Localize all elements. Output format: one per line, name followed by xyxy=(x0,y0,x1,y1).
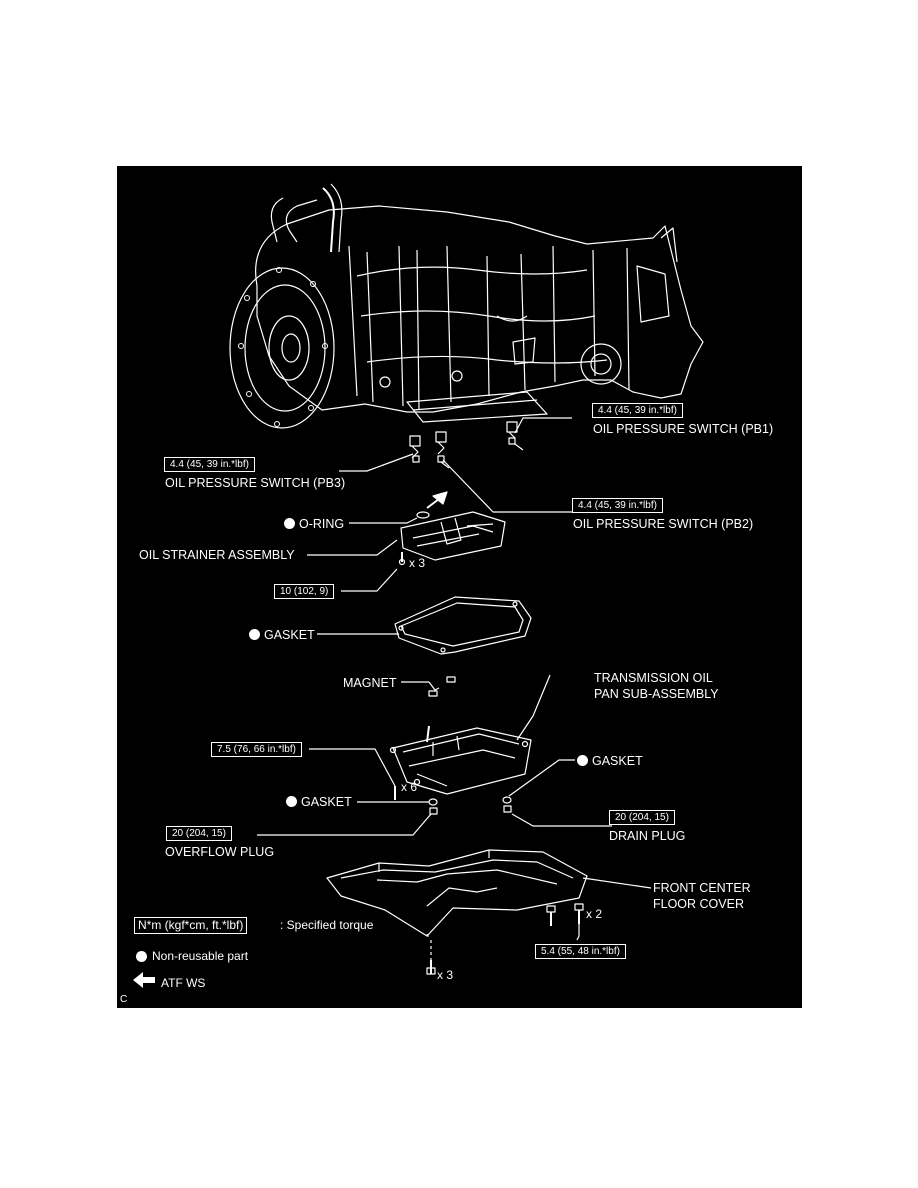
label-pan-line2: PAN SUB-ASSEMBLY xyxy=(594,687,719,701)
qty-strainer-bolts: x 3 xyxy=(409,556,426,570)
qty-cover-bolts-bottom: x 3 xyxy=(437,968,454,982)
atf-arrow-icon xyxy=(133,972,155,988)
qty-cover-bolts-right: x 2 xyxy=(586,907,603,921)
label-oil-strainer-assembly: OIL STRAINER ASSEMBLY xyxy=(139,548,295,562)
torque-pb2: 4.4 (45, 39 in.*lbf) xyxy=(572,498,663,513)
torque-pb3: 4.4 (45, 39 in.*lbf) xyxy=(164,457,255,472)
strainer-gasket-shape xyxy=(394,596,532,655)
label-drain-plug: DRAIN PLUG xyxy=(609,829,686,843)
exploded-view-diagram: 4.4 (45, 39 in.*lbf) OIL PRESSURE SWITCH… xyxy=(117,166,802,1008)
non-reusable-icon xyxy=(577,755,588,766)
floor-cover-shape xyxy=(326,849,588,937)
qty-pan-bolts: x 6 xyxy=(401,780,418,794)
label-gasket-overflow: GASKET xyxy=(301,795,352,809)
non-reusable-icon xyxy=(249,629,260,640)
label-magnet: MAGNET xyxy=(343,676,397,690)
torque-drain: 20 (204, 15) xyxy=(609,810,675,825)
label-overflow-plug: OVERFLOW PLUG xyxy=(165,845,275,859)
label-oil-pressure-switch-pb1: OIL PRESSURE SWITCH (PB1) xyxy=(593,422,774,436)
label-gasket-drain: GASKET xyxy=(592,754,643,768)
label-oil-pressure-switch-pb2: OIL PRESSURE SWITCH (PB2) xyxy=(573,517,754,531)
pressure-switches xyxy=(409,421,524,469)
figure-code: C xyxy=(120,994,128,1005)
oil-pan-shape xyxy=(389,725,532,795)
legend-non-reusable: Non-reusable part xyxy=(152,949,249,963)
o-ring-shape xyxy=(416,511,430,519)
diagram-linework xyxy=(133,183,704,988)
torque-cover: 5.4 (55, 48 in.*lbf) xyxy=(535,944,626,959)
torque-overflow: 20 (204, 15) xyxy=(166,826,232,841)
label-cover-line1: FRONT CENTER xyxy=(653,881,751,895)
non-reusable-icon xyxy=(284,518,295,529)
torque-strainer: 10 (102, 9) xyxy=(274,584,335,599)
oil-strainer-shape xyxy=(400,511,506,561)
label-o-ring: O-RING xyxy=(299,517,345,531)
torque-pb1: 4.4 (45, 39 in.*lbf) xyxy=(592,403,683,418)
legend-torque-unit: N*m (kgf*cm, ft.*lbf) xyxy=(134,917,248,934)
label-pan-line1: TRANSMISSION OIL xyxy=(594,671,713,685)
non-reusable-icon xyxy=(136,951,147,962)
legend-torque-desc: : Specified torque xyxy=(280,918,374,932)
label-cover-line2: FLOOR COVER xyxy=(653,897,744,911)
transmission-assembly xyxy=(229,183,704,429)
legend-atf: ATF WS xyxy=(161,976,206,990)
label-gasket-strainer: GASKET xyxy=(264,628,315,642)
non-reusable-icon xyxy=(286,796,297,807)
torque-pan: 7.5 (76, 66 in.*lbf) xyxy=(211,742,302,757)
label-oil-pressure-switch-pb3: OIL PRESSURE SWITCH (PB3) xyxy=(165,476,346,490)
